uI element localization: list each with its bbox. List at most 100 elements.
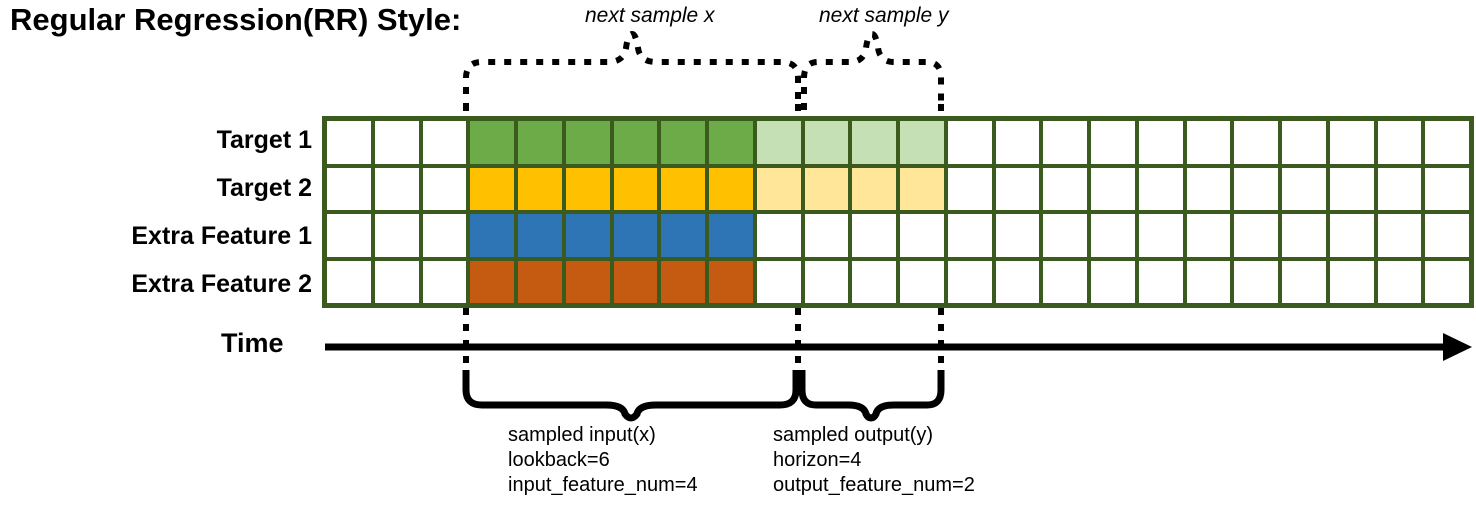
grid-cell	[995, 167, 1040, 210]
grid-cell	[1425, 167, 1469, 210]
grid-cell	[709, 121, 753, 164]
grid-cell	[327, 214, 371, 257]
grid-cell	[1043, 260, 1087, 303]
grid-cell	[947, 121, 992, 164]
grid-cell	[1377, 260, 1422, 303]
grid-cell	[947, 167, 992, 210]
grid-cell	[327, 260, 371, 303]
grid-cell	[470, 167, 514, 210]
grid-cell	[900, 167, 944, 210]
grid-cell	[1186, 167, 1231, 210]
page-title: Regular Regression(RR) Style:	[10, 2, 462, 37]
grid-cell	[804, 167, 849, 210]
grid-cell	[947, 214, 992, 257]
row-label-extra-feature-2: Extra Feature 2	[131, 270, 312, 298]
row-label-target-1: Target 1	[216, 126, 312, 154]
timeseries-grid	[322, 116, 1474, 308]
grid-cell	[661, 167, 705, 210]
brace-sampled-input	[462, 370, 800, 422]
grid-cell	[756, 260, 801, 303]
grid-cell	[1186, 260, 1231, 303]
grid-cell	[327, 167, 371, 210]
grid-cell	[852, 214, 896, 257]
grid-cell	[852, 260, 896, 303]
grid-cell	[422, 260, 467, 303]
row-label-target-2: Target 2	[216, 174, 312, 202]
grid-cell	[1186, 121, 1231, 164]
grid-cell	[374, 121, 419, 164]
grid-cell	[1234, 260, 1278, 303]
grid-cell	[709, 167, 753, 210]
grid-cell	[1091, 214, 1135, 257]
grid-cell	[1234, 167, 1278, 210]
time-axis-arrow	[325, 333, 1472, 361]
grid-cell	[709, 260, 753, 303]
grid-cell	[1138, 167, 1183, 210]
grid-cell	[565, 121, 610, 164]
grid-cell	[565, 260, 610, 303]
grid-cell	[1091, 121, 1135, 164]
grid-cell	[1329, 167, 1374, 210]
grid-cell	[947, 260, 992, 303]
grid-cell	[1282, 167, 1326, 210]
grid-cell	[565, 214, 610, 257]
grid-cell	[1425, 260, 1469, 303]
grid-cell	[613, 260, 658, 303]
grid-cell	[756, 214, 801, 257]
grid-cell	[995, 260, 1040, 303]
grid-cell	[852, 121, 896, 164]
grid-cell	[1138, 214, 1183, 257]
grid-cell	[1138, 260, 1183, 303]
grid-cell	[1234, 121, 1278, 164]
grid-cell	[804, 260, 849, 303]
grid-cell	[470, 121, 514, 164]
grid-cell	[1186, 214, 1231, 257]
grid-cell	[995, 121, 1040, 164]
grid-cell	[1377, 167, 1422, 210]
grid-cell	[756, 121, 801, 164]
grid-cell	[709, 214, 753, 257]
grid-cell	[804, 214, 849, 257]
caption-sampled-output: sampled output(y) horizon=4 output_featu…	[773, 424, 975, 496]
grid-cell	[1043, 167, 1087, 210]
grid-cell	[374, 260, 419, 303]
grid-cell	[1138, 121, 1183, 164]
grid-cell	[900, 121, 944, 164]
grid-cell	[327, 121, 371, 164]
grid-cell	[1043, 214, 1087, 257]
grid-cell	[1234, 214, 1278, 257]
brace-sampled-output	[798, 370, 945, 422]
grid-cell	[661, 214, 705, 257]
brace-next-sample-y	[801, 30, 944, 110]
caption-sampled-input: sampled input(x) lookback=6 input_featur…	[508, 424, 698, 496]
grid-cell	[756, 167, 801, 210]
grid-cell	[852, 167, 896, 210]
grid-cell	[518, 214, 562, 257]
caption-next-sample-x: next sample x	[585, 4, 715, 27]
grid-cell	[1329, 121, 1374, 164]
grid-cell	[995, 214, 1040, 257]
grid-cell	[1425, 214, 1469, 257]
grid-cell	[422, 121, 467, 164]
grid-cell	[374, 167, 419, 210]
grid-cell	[613, 214, 658, 257]
grid-cell	[1091, 260, 1135, 303]
grid-cell	[1091, 167, 1135, 210]
grid-cell	[661, 260, 705, 303]
row-label-extra-feature-1: Extra Feature 1	[131, 222, 312, 250]
grid-cell	[900, 214, 944, 257]
grid-cell	[804, 121, 849, 164]
grid-cell	[1377, 214, 1422, 257]
grid-cell	[1329, 214, 1374, 257]
grid-cell	[1377, 121, 1422, 164]
axis-label-time: Time	[221, 328, 284, 358]
brace-next-sample-x	[463, 30, 801, 110]
grid-cell	[518, 260, 562, 303]
grid-cell	[1043, 121, 1087, 164]
grid-cell	[1282, 260, 1326, 303]
grid-cell	[422, 214, 467, 257]
grid-cell	[1425, 121, 1469, 164]
grid-cell	[613, 167, 658, 210]
grid-cell	[518, 167, 562, 210]
